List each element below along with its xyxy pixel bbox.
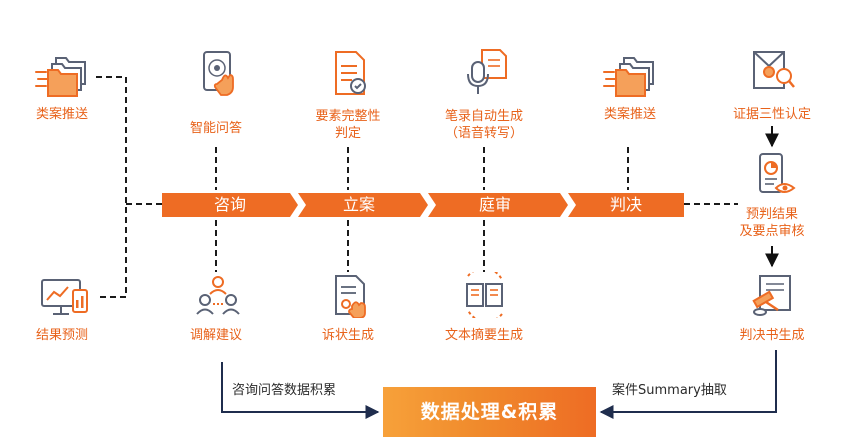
label-filing-check: 要素完整性 判定 <box>300 108 396 142</box>
stage-trial: 庭审 <box>478 195 511 214</box>
label-mediation: 调解建议 <box>189 328 242 343</box>
document-hand-icon <box>335 275 366 318</box>
microphone-doc-icon <box>467 49 507 94</box>
label-result-predict: 结果预测 <box>35 328 88 343</box>
documents-refresh-icon <box>466 272 503 318</box>
scroll-gavel-icon <box>752 275 791 316</box>
label-transcript-line1: 笔录自动生成 <box>444 109 523 124</box>
label-filing-check-line1: 要素完整性 <box>315 109 381 124</box>
folders-icon <box>603 57 654 97</box>
label-prejudge-line1: 预判结果 <box>745 207 798 222</box>
touch-screen-icon <box>203 51 234 96</box>
label-evidence: 证据三性认定 <box>732 107 811 122</box>
label-consult-qa: 智能问答 <box>189 121 242 136</box>
stage-verdict: 判决 <box>609 195 642 214</box>
label-summary-gen: 文本摘要生成 <box>444 328 523 343</box>
evidence-search-icon <box>753 51 795 89</box>
stage-consult: 咨询 <box>213 195 246 214</box>
label-left-push: 类案推送 <box>35 107 88 122</box>
label-transcript-line2: （语音转写） <box>444 126 523 141</box>
folders-icon <box>35 57 86 97</box>
label-prejudge-line2: 及要点审核 <box>739 224 805 239</box>
stage-filing: 立案 <box>342 195 375 214</box>
label-filing-check-line2: 判定 <box>334 126 361 141</box>
data-processing-box: 数据处理&积累 <box>383 387 596 437</box>
people-network-icon <box>196 276 240 315</box>
label-right-push: 类案推送 <box>603 107 656 122</box>
label-verdict-doc: 判决书生成 <box>739 328 805 343</box>
label-complaint-gen: 诉状生成 <box>321 328 374 343</box>
phone-chart-eye-icon <box>759 153 796 193</box>
label-transcript: 笔录自动生成 （语音转写） <box>428 108 540 142</box>
monitor-chart-icon <box>41 279 88 315</box>
flow-label-left: 咨询问答数据积累 <box>232 383 337 398</box>
document-check-icon <box>335 51 366 95</box>
flow-label-right: 案件Summary抽取 <box>612 383 727 398</box>
label-prejudge: 预判结果 及要点审核 <box>722 206 822 240</box>
